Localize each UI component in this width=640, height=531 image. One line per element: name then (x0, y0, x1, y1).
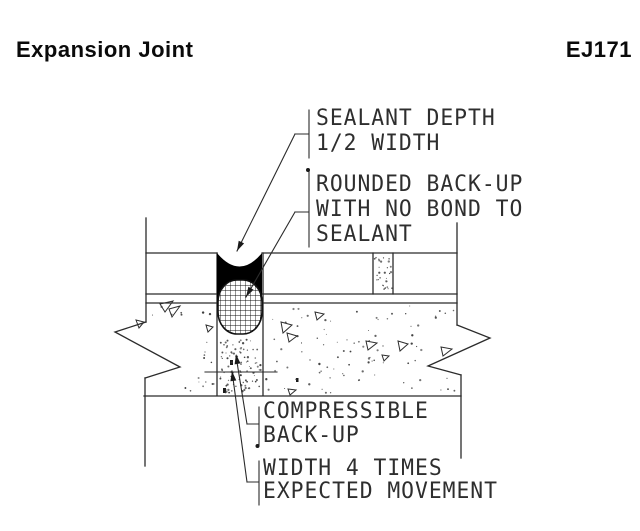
filler-joint-walls (372, 252, 394, 295)
break-line-left (113, 321, 182, 379)
slab-outline (113, 217, 492, 467)
leader-width (231, 370, 260, 506)
break-line-right (426, 324, 492, 376)
label-sealant-depth: SEALANT DEPTH 1/2 WIDTH (316, 106, 496, 156)
label-line: WIDTH 4 TIMES (263, 456, 443, 481)
leader-compressible (235, 355, 260, 446)
page-title: Expansion Joint (16, 37, 194, 62)
leader-dot-top (306, 168, 310, 172)
leader-lines (231, 109, 310, 506)
aggregate-triangles (135, 300, 454, 396)
leader-sealant-depth (236, 109, 310, 252)
leader-rounded-backup (245, 171, 310, 298)
label-compressible-backup: COMPRESSIBLE BACK-UP (263, 400, 429, 448)
label-line: SEALANT (316, 222, 413, 247)
backer-rod (217, 279, 263, 335)
detail-code: EJ171 (565, 37, 632, 62)
label-rounded-backup: ROUNDED BACK-UP WITH NO BOND TO SEALANT (316, 172, 523, 247)
texture-dots (151, 256, 456, 394)
label-width-note: WIDTH 4 TIMES EXPECTED MOVEMENT (263, 457, 498, 503)
label-line: SEALANT DEPTH (316, 106, 496, 131)
label-line: BACK-UP (263, 423, 360, 448)
label-line: EXPECTED MOVEMENT (263, 479, 498, 504)
label-line: ROUNDED BACK-UP (316, 172, 524, 197)
label-line: WITH NO BOND TO (316, 197, 524, 222)
leader-arrowheads (230, 168, 310, 448)
leader-dot-bottom (255, 444, 260, 448)
label-line: 1/2 WIDTH (316, 131, 441, 156)
label-line: COMPRESSIBLE (263, 399, 429, 424)
